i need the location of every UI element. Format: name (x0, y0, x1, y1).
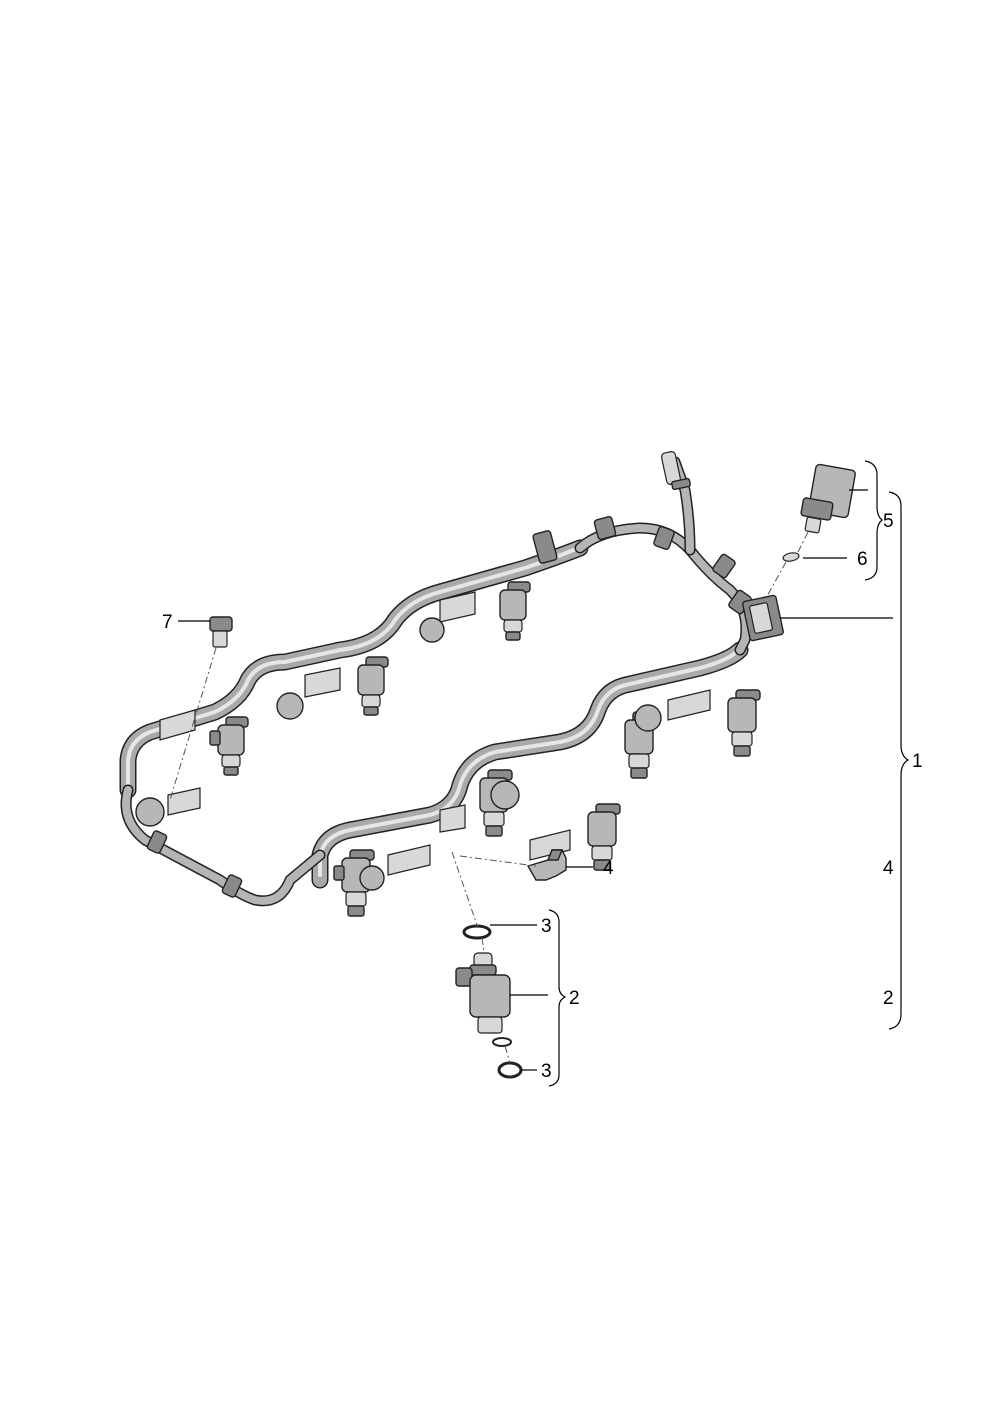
callout-3-bottom: 3 (541, 1061, 552, 1082)
seal-ring (782, 552, 800, 562)
crossover-pipe (120, 456, 752, 907)
callout-2-group: 2 (569, 988, 580, 1009)
callout-6: 6 (857, 549, 868, 570)
callout-3-top: 3 (541, 916, 552, 937)
brace-2 (548, 909, 567, 1087)
injector-installed (357, 656, 389, 716)
fuel-pressure-sender (800, 463, 856, 534)
injectors-lower-row (333, 689, 761, 917)
injector-connector (359, 704, 662, 891)
bolt (209, 616, 233, 648)
fuel-feed-pipe-end (660, 451, 691, 491)
brace-1 (888, 491, 910, 1030)
injector-connector (135, 617, 445, 827)
sensor-housing (742, 594, 784, 642)
callout-2-right: 2 (883, 988, 894, 1009)
o-ring-bottom (497, 1061, 523, 1079)
upper-fuel-rail (119, 539, 589, 799)
callout-7: 7 (162, 612, 173, 633)
retaining-clip (526, 849, 567, 881)
injector-installed (499, 581, 531, 641)
injector-installed (209, 716, 249, 776)
brace-5 (864, 460, 883, 581)
injector-installed (587, 803, 621, 871)
lower-fuel-rail (311, 641, 749, 889)
callout-5: 5 (883, 511, 894, 532)
assembly-lines (169, 531, 809, 1064)
injector-installed (727, 689, 761, 757)
mounting-brackets (159, 591, 711, 876)
callouts: 7 5 6 1 4 4 3 2 2 3 (162, 511, 923, 1082)
injectors-upper-row (135, 581, 531, 827)
fuel-injector (455, 952, 512, 1047)
callout-4-part: 4 (603, 858, 614, 879)
leader-lines (178, 489, 893, 1071)
callout-1: 1 (912, 751, 923, 772)
o-ring-top (462, 924, 492, 940)
fuel-rail-assembly (119, 451, 784, 917)
callout-4-right: 4 (883, 858, 894, 879)
